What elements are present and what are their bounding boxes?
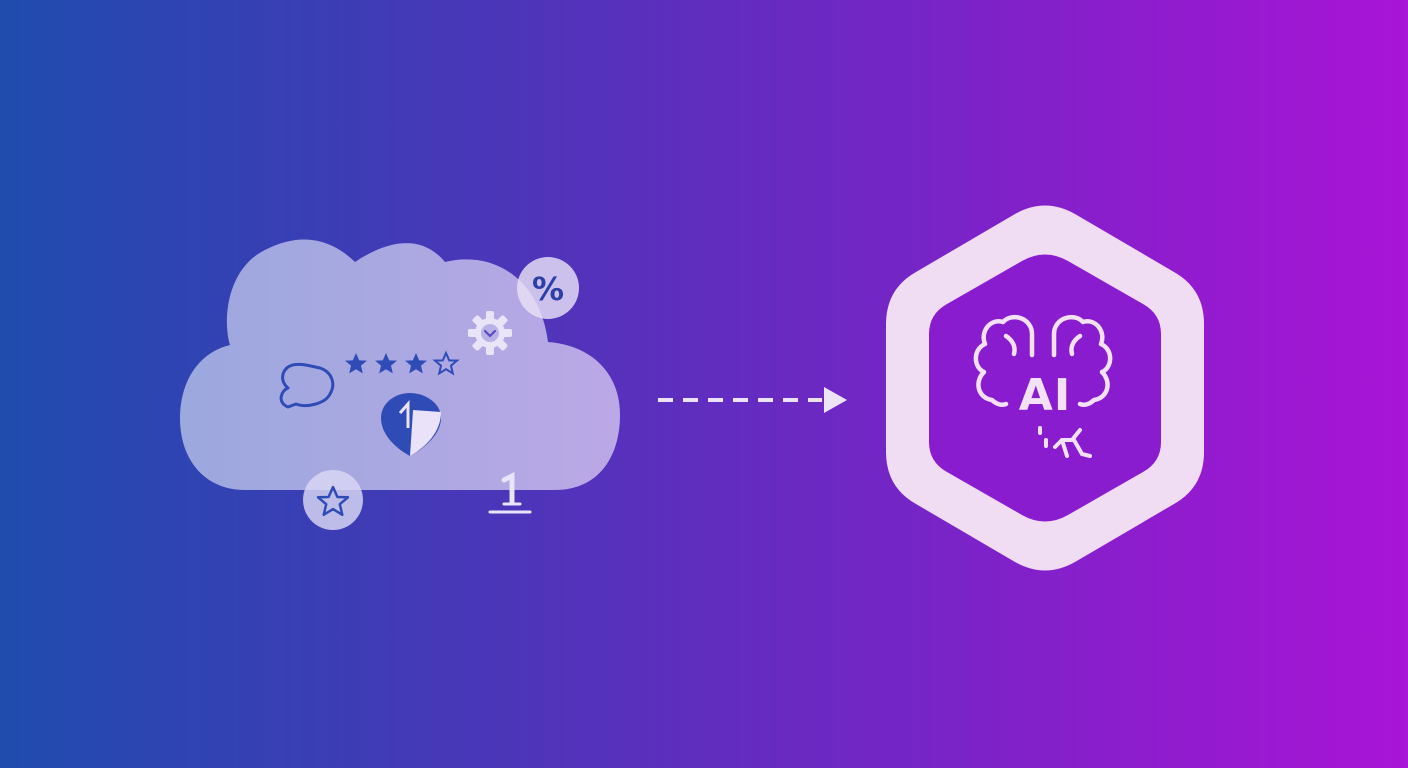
star-badge	[303, 470, 363, 530]
percent-badge: %	[517, 257, 579, 319]
connector-arrow	[658, 387, 847, 413]
star-filled-icon	[345, 353, 367, 374]
ai-label: AI	[1018, 370, 1072, 421]
circuit-icon	[1038, 426, 1092, 458]
percent-icon: %	[532, 270, 564, 308]
star-outline-icon	[432, 350, 460, 376]
star-outline-icon	[316, 485, 350, 517]
pin-icon	[488, 471, 532, 514]
chat-bubble-icon	[279, 362, 335, 409]
rating-stars	[345, 350, 460, 376]
ai-hexagon	[886, 205, 1204, 571]
star-filled-icon	[405, 353, 427, 374]
star-filled-icon	[375, 353, 397, 374]
hexagon-inner	[929, 254, 1161, 522]
shield-icon	[381, 393, 441, 456]
gear-icon	[468, 311, 512, 355]
cloud-shape	[180, 239, 620, 490]
cloud-group: %	[180, 239, 620, 530]
brain-icon	[973, 314, 1113, 408]
